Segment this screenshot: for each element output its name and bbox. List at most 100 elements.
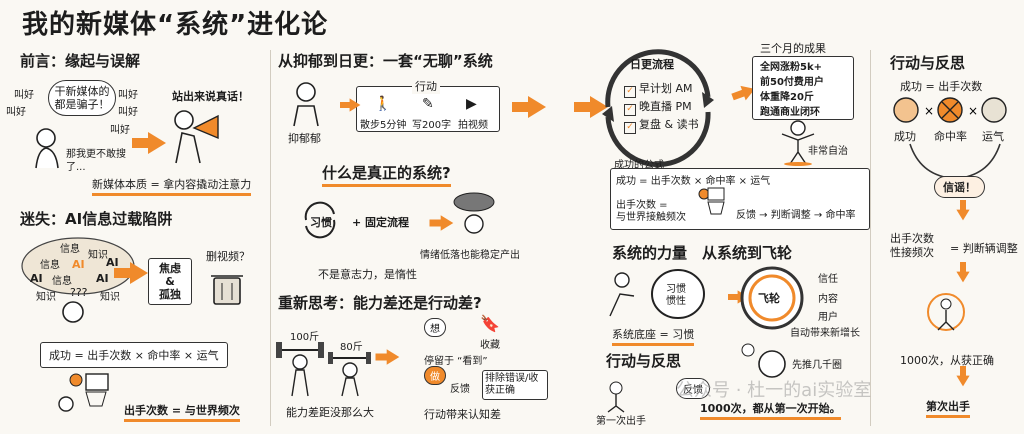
factor-label: 成功: [894, 130, 916, 143]
walk-icon: 🚶: [374, 96, 392, 112]
success-formula-box: 成功 = 出手次数 × 命中率 × 运气: [40, 342, 228, 368]
page-title: 我的新媒体“系统”进化论: [22, 10, 329, 40]
fixed-flow-text: + 固定流程: [352, 216, 410, 229]
step-walk: 散步5分钟: [360, 120, 407, 131]
step-write: 写200字: [412, 120, 452, 131]
collect-label: 收藏: [480, 340, 500, 351]
flow-item-label: 晚直播 PM: [639, 100, 692, 113]
flywheel-content: 内容: [818, 294, 838, 305]
self-heal-text: 非常自治: [808, 146, 848, 157]
basketball-hoop-icon: [698, 187, 725, 215]
section-heading-daily: 从抑郁到日更：一套“无聊”系统: [278, 52, 493, 70]
cheer-text: 叫好: [6, 107, 26, 118]
daily-flow-cycle: [602, 49, 714, 168]
frequency-definition: 出手次数 = 与世界接触频次: [616, 200, 686, 223]
anxiety-box: 焦虑 & 孤独: [148, 258, 192, 305]
thousand-correct-text: 1000次，从获正确: [900, 354, 994, 367]
section-heading-rethink: 重新思考：能力差还是行动差?: [278, 294, 482, 312]
cloud-word: AI: [30, 272, 43, 285]
weightlifter-figures: [276, 342, 371, 397]
auto-growth-text: 自动带来新增长: [790, 328, 860, 339]
step-shoot: 拍视频: [458, 120, 488, 131]
pushing-wheel-figure: [609, 269, 705, 319]
doubt-text: 那我更不敢搜了...: [66, 149, 126, 173]
flow-item-label: 早计划 AM: [639, 82, 693, 95]
do-bubble: 做: [424, 366, 446, 385]
question-marks: ???: [70, 286, 88, 299]
cognition-gap-text: 行动带来认知差: [424, 408, 501, 421]
factor-icons: × ×: [893, 97, 1007, 123]
cloud-word: 信息: [40, 260, 60, 271]
feedback-bubble: 反馈: [676, 378, 710, 399]
flow-item: ✓复盘 & 读书: [624, 116, 699, 134]
factor-label: 命中率: [934, 130, 967, 143]
divider: [870, 50, 871, 426]
arrow-down: [956, 375, 970, 387]
megaphone-figure: [174, 110, 219, 164]
formula-text: 成功 = 出手次数 × 命中率 × 运气: [616, 176, 771, 187]
system-power-title: 系统的力量: [612, 244, 688, 262]
cheer-text: 叫好: [110, 125, 130, 136]
cloud-word: AI: [72, 258, 85, 271]
depressed-label: 抑郁郁: [288, 132, 321, 145]
flywheel-icon: [740, 266, 804, 330]
factor-label: 运气: [982, 130, 1004, 143]
first-shot-text: 第一次出手: [596, 416, 646, 427]
section-heading-lost: 迷失：AI信息过载陷阱: [20, 210, 173, 228]
basketball-hoop-icon: [58, 373, 109, 412]
habit-text: 习惯: [310, 216, 332, 229]
flywheel-label: 飞轮: [758, 292, 780, 305]
flow-item: ✓晚直播 PM: [624, 98, 692, 116]
flywheel-trust: 信任: [818, 274, 838, 285]
judge-adjust-text: = 判断辆调整: [950, 242, 1018, 255]
arrow-down: [956, 271, 970, 283]
arrow-right: [114, 262, 148, 284]
stop-at-seeing-text: 停留于 “看到”: [424, 356, 488, 367]
camera-icon: ▶: [466, 96, 477, 112]
cloud-word: 信息: [52, 276, 72, 287]
weight-100: 100斤: [290, 332, 320, 343]
not-willpower-text: 不是意志力，是惰性: [318, 268, 417, 281]
cheer-text: 叫好: [118, 90, 138, 101]
system-question: 什么是真正的系统?: [322, 162, 451, 187]
action-label: 行动: [412, 78, 440, 94]
result-item: 体重降20斤: [760, 92, 814, 103]
speech-bubble: 干新媒体的都是骗子！: [48, 80, 116, 116]
frequency-text: 出手次数 = 与世界频次: [124, 402, 240, 422]
habit-inertia-label: 习惯 惯性: [666, 284, 686, 307]
cloud-word: 知识: [88, 250, 108, 261]
arrow-right: [512, 96, 546, 118]
arrow-right: [429, 215, 454, 231]
watermark: 公众号 · 杜一的ai实验室: [676, 380, 872, 401]
arrow-right: [574, 96, 608, 118]
fix-errors-box: 排除错误/收获正确: [482, 370, 548, 400]
cycle-icon: [304, 201, 336, 239]
target-person-figure: [927, 293, 965, 331]
feedback-loop-text: 反馈 → 判断调整 → 命中率: [736, 210, 856, 221]
essence-text: 新媒体本质 = 拿内容撬动注意力: [92, 176, 252, 196]
pencil-icon: ✎: [422, 96, 434, 112]
arrow-right: [132, 132, 166, 154]
push-thousands-text: 先推几千圈: [792, 360, 842, 371]
results-box: [752, 56, 854, 120]
frequency-text: 出手次数 性接频次: [890, 232, 934, 259]
trash-can-icon: [211, 275, 243, 305]
cheer-text: 叫好: [118, 107, 138, 118]
cheer-text: 叫好: [14, 90, 34, 101]
overwhelmed-person-figure: [62, 301, 84, 323]
results-title: 三个月的成果: [760, 42, 826, 55]
nth-shot-text: 第次出手: [926, 398, 970, 418]
cloud-word: 知识: [36, 292, 56, 303]
speak-up-text: 站出来说真话！: [172, 90, 249, 103]
first-shot-figure: [607, 381, 625, 413]
flow-item-label: 复盘 & 读书: [639, 118, 699, 131]
arrow-right: [375, 349, 400, 365]
arrow-right: [340, 98, 361, 112]
ability-gap-text: 能力差距没那么大: [286, 406, 374, 419]
flow-item: ✓早计划 AM: [624, 80, 693, 98]
success-equation: 成功 = 出手次数: [900, 80, 983, 93]
wheel-pusher-figure: [741, 343, 786, 378]
cloud-word: 知识: [100, 292, 120, 303]
svg-text:×: ×: [968, 104, 978, 118]
cloud-word: AI: [106, 256, 119, 269]
